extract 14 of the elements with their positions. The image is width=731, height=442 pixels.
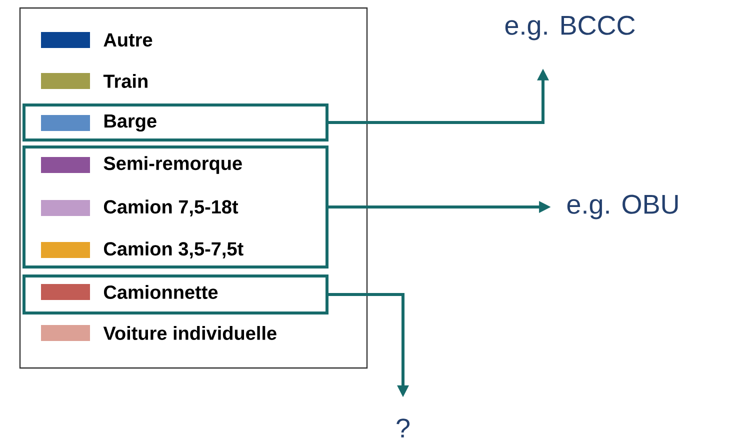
legend-label: Camion 7,5-18t <box>104 200 238 216</box>
highlight-box <box>22 104 328 142</box>
legend-label: Autre <box>104 33 152 47</box>
legend-label: Camion 3,5-7,5t <box>104 242 244 258</box>
legend-label: Barge <box>104 114 156 132</box>
legend-label: Voiture individuelle <box>103 326 276 340</box>
legend-label: Camionnette <box>104 285 218 299</box>
legend-label: Semi-remorque <box>104 156 242 174</box>
target-label: e.g. OBU <box>567 194 678 220</box>
highlight-box <box>22 146 328 268</box>
target-label: e.g. BCCC <box>505 16 635 40</box>
legend-label: Train <box>103 74 148 88</box>
target-label: ? <box>396 418 410 438</box>
highlight-box <box>22 274 328 314</box>
